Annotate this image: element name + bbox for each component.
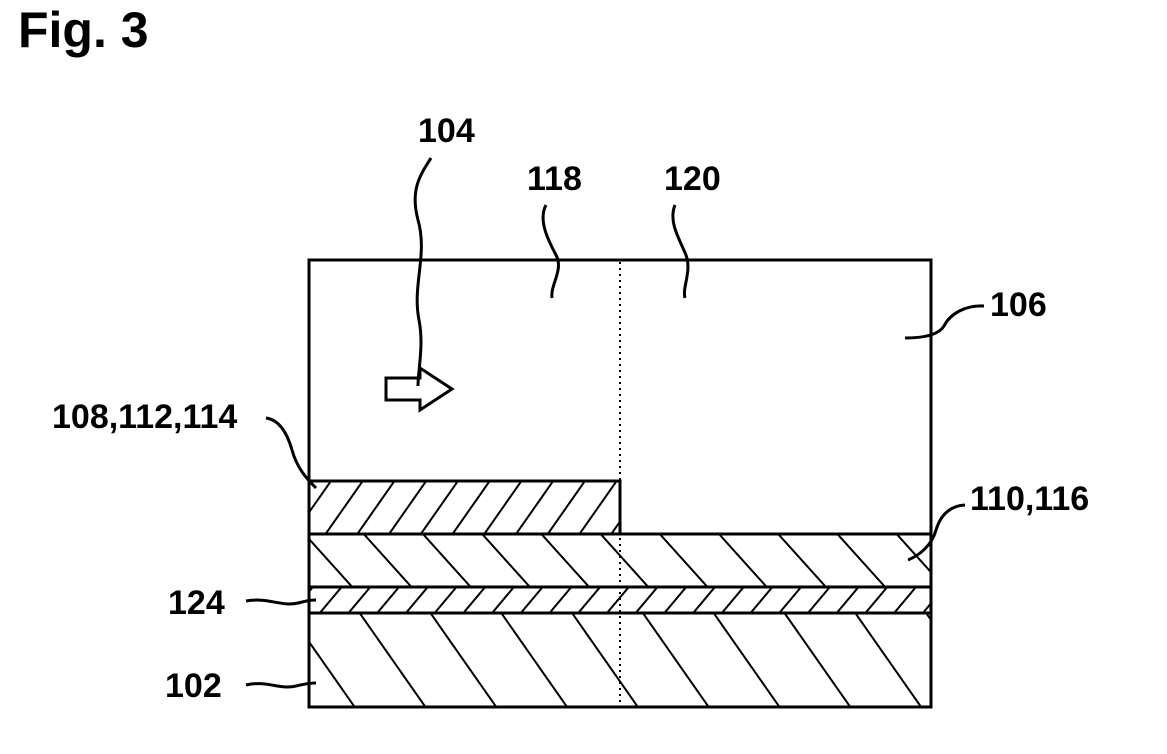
label-118: 118 <box>527 160 582 198</box>
label-108-112-114: 108,112,114 <box>52 398 237 436</box>
label-104: 104 <box>418 112 475 150</box>
label-102: 102 <box>165 667 222 705</box>
leader-line-102 <box>246 683 316 687</box>
layer-108-112-114 <box>309 481 620 534</box>
label-124: 124 <box>168 584 225 622</box>
label-106: 106 <box>990 286 1047 324</box>
leader-line-104 <box>415 158 431 386</box>
leader-line-106 <box>905 306 984 338</box>
leader-line-120 <box>673 205 688 298</box>
layer-110-116 <box>309 534 931 587</box>
leader-line-124 <box>246 600 316 604</box>
leader-line-118 <box>543 205 558 298</box>
label-120: 120 <box>664 160 721 198</box>
label-110-116: 110,116 <box>970 480 1089 518</box>
